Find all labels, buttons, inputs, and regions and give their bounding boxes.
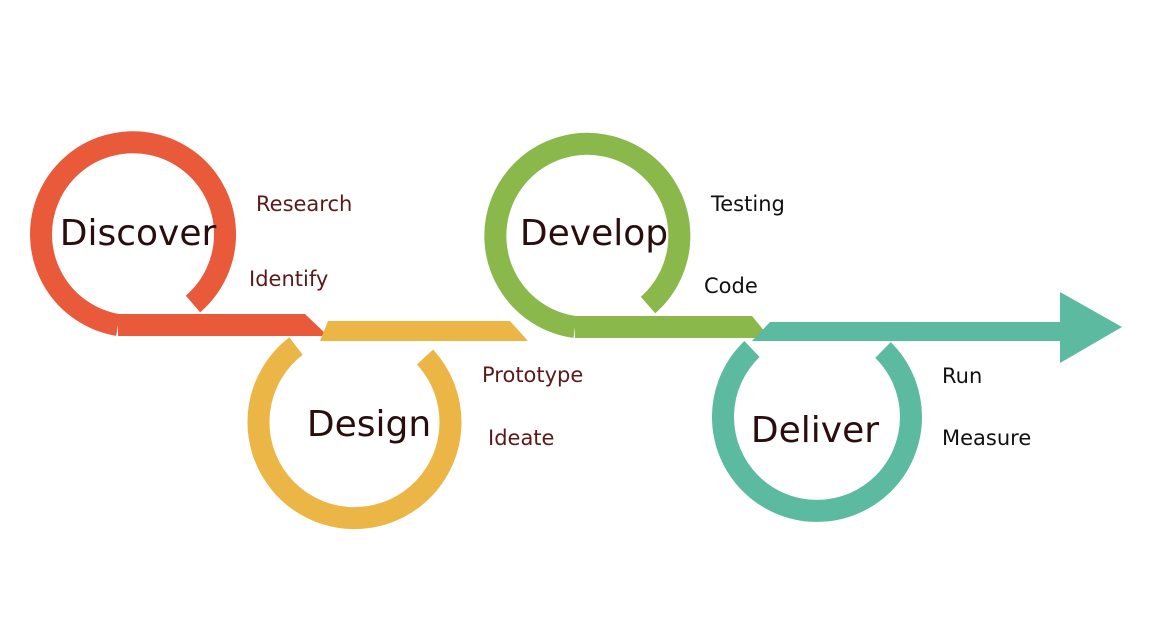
label-research: Research	[256, 192, 352, 216]
stage-title-discover: Discover	[60, 213, 217, 254]
discover-loop	[30, 131, 328, 336]
develop-loop	[484, 132, 770, 338]
stage-title-develop: Develop	[520, 213, 668, 254]
stage-title-design: Design	[307, 404, 431, 445]
label-ideate: Ideate	[488, 426, 554, 450]
label-identify: Identify	[249, 267, 328, 291]
label-testing: Testing	[710, 192, 785, 216]
arrow-head	[1060, 292, 1122, 363]
label-run: Run	[942, 364, 982, 388]
stage-title-deliver: Deliver	[751, 410, 879, 451]
design-loop	[247, 321, 528, 530]
label-prototype: Prototype	[482, 363, 583, 387]
label-measure: Measure	[942, 426, 1031, 450]
deliver-loop	[712, 292, 1122, 522]
label-code: Code	[704, 274, 758, 298]
